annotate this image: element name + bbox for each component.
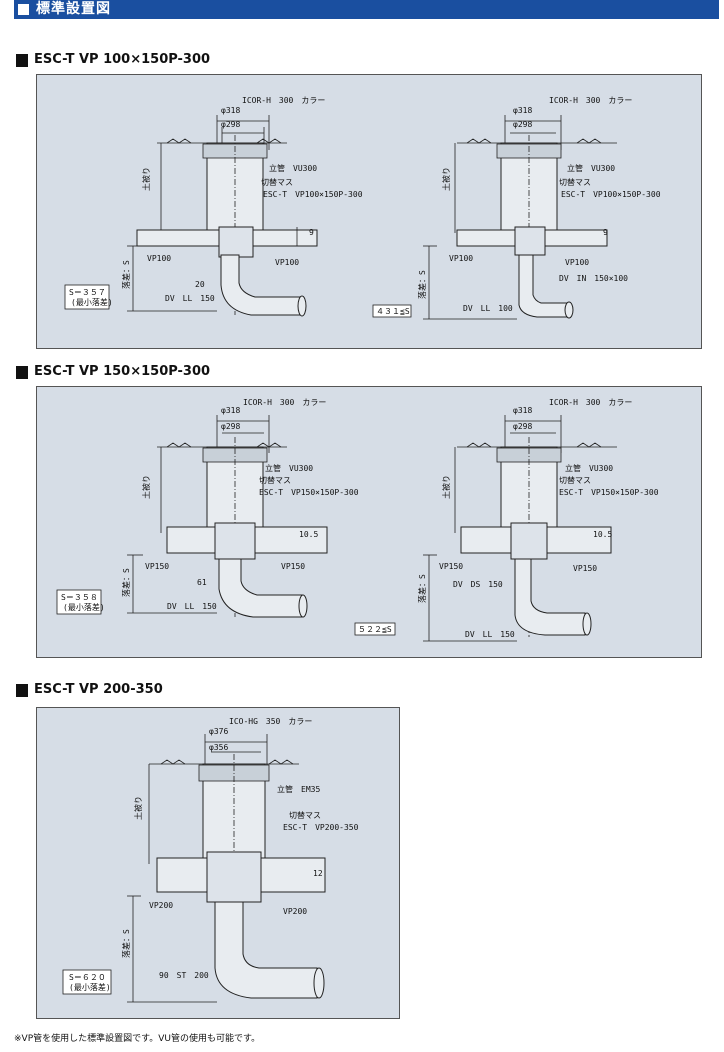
- pipe-right-label: VP200: [283, 907, 307, 916]
- side-dimension-label: 9: [603, 228, 608, 237]
- drop-range-label: ４３１≦S: [376, 307, 410, 316]
- pipe-right-label: VP100: [565, 258, 589, 267]
- drop-label: 落差：S: [121, 929, 131, 958]
- min-drop-value: S＝６２０: [69, 973, 106, 982]
- switch-box-label: 切替マス: [559, 475, 591, 485]
- section-marker-icon: [16, 366, 28, 379]
- min-drop-note: (最小落差): [69, 982, 111, 992]
- header-square-icon: [18, 4, 29, 15]
- lower-dimension-label: 61: [197, 578, 207, 587]
- section-title-2: ESC-T VP 150×150P-300: [34, 364, 211, 379]
- model-label: ESC-T VP100×150P-300: [561, 190, 661, 199]
- footnote: ※VP管を使用した標準設置図です。VU管の使用も可能です。: [14, 1034, 261, 1044]
- min-drop-value: S＝３５７: [69, 288, 106, 297]
- assembly-right: φ318 φ298 ICOR-H 300 カラー 土被り 立管 VU300 切替…: [354, 398, 659, 642]
- collar-label: ICO-HG 350 カラー: [229, 717, 312, 726]
- pipe-right-label: VP150: [281, 562, 305, 571]
- elbow-label: DV LL 100: [463, 304, 513, 313]
- side-dimension-label: 9: [309, 228, 314, 237]
- pipe-left-label: VP100: [449, 254, 473, 263]
- drop-label: 落差：S: [121, 568, 131, 597]
- switch-box-label: 切替マス: [559, 177, 591, 187]
- riser-label: 立管 VU300: [565, 463, 613, 473]
- min-drop-note: (最小落差): [63, 602, 105, 612]
- inner-diameter-label: φ298: [513, 120, 532, 129]
- diagram-panel-2: φ318 φ298 ICOR-H 300 カラー 土被り 立管 VU300 切替…: [36, 386, 702, 658]
- page-title: 標準設置図: [36, 1, 111, 17]
- earth-cover-label: 土被り: [133, 796, 143, 820]
- riser-label: 立管 VU300: [567, 163, 615, 173]
- pipe-left-label: VP200: [149, 901, 173, 910]
- riser-label: 立管 EM35: [277, 784, 320, 794]
- earth-cover-label: 土被り: [441, 167, 451, 191]
- model-label: ESC-T VP200-350: [283, 823, 359, 832]
- section-marker-icon: [16, 684, 28, 697]
- side-dimension-label: 10.5: [593, 530, 612, 539]
- switch-box-label: 切替マス: [259, 475, 291, 485]
- drop-label: 落差：S: [121, 260, 131, 289]
- inner-diameter-label: φ298: [513, 422, 532, 431]
- outer-diameter-label: φ376: [209, 727, 228, 736]
- earth-cover-label: 土被り: [141, 167, 151, 191]
- outer-diameter-label: φ318: [221, 106, 240, 115]
- diagram-drawing-2: φ318 φ298 ICOR-H 300 カラー 土被り 立管 VU300 切替…: [56, 398, 659, 642]
- outer-diameter-label: φ318: [221, 406, 240, 415]
- elbow-label: DV LL 150: [465, 630, 515, 639]
- section-title-1: ESC-T VP 100×150P-300: [34, 52, 211, 67]
- riser-label: 立管 VU300: [269, 163, 317, 173]
- earth-cover-label: 土被り: [441, 475, 451, 499]
- pipe-right-label: VP150: [573, 564, 597, 573]
- elbow-label: DV LL 150: [165, 294, 215, 303]
- outer-diameter-label: φ318: [513, 106, 532, 115]
- diagram-panel-3: φ376 φ356 ICO-HG 350 カラー 土被り 立管 EM35 切替マ…: [36, 707, 400, 1019]
- outer-diameter-label: φ318: [513, 406, 532, 415]
- pipe-left-label: VP150: [439, 562, 463, 571]
- drop-range-label: ５２２≦S: [358, 625, 392, 634]
- assembly-left: φ318 φ298 ICOR-H 300 カラー 土被り 立管 VU300 切替…: [56, 398, 359, 618]
- diagram-panel-1: φ318 φ298 ICOR-H 300 カラー 土被り 立管 VU300 切替…: [36, 74, 702, 349]
- switch-box-label: 切替マス: [261, 177, 293, 187]
- collar-label: ICOR-H 300 カラー: [242, 96, 325, 105]
- lower-dimension-label: 20: [195, 280, 205, 289]
- diagram-drawing-3: φ376 φ356 ICO-HG 350 カラー 土被り 立管 EM35 切替マ…: [62, 717, 359, 1003]
- riser-label: 立管 VU300: [265, 463, 313, 473]
- section-marker-icon: [16, 54, 28, 67]
- collar-label: ICOR-H 300 カラー: [549, 96, 632, 105]
- inner-diameter-label: φ356: [209, 743, 228, 752]
- collar-label: ICOR-H 300 カラー: [243, 398, 326, 407]
- min-drop-value: S＝３５８: [61, 593, 98, 602]
- model-label: ESC-T VP150×150P-300: [259, 488, 359, 497]
- section-title-3: ESC-T VP 200-350: [34, 682, 163, 697]
- pipe-right-label: VP100: [275, 258, 299, 267]
- drop-label: 落差：S: [417, 270, 427, 299]
- side-dimension-label: 12: [313, 869, 323, 878]
- assembly-left: φ318 φ298 ICOR-H 300 カラー 土被り 立管 VU300 切替…: [64, 96, 363, 317]
- inner-diameter-label: φ298: [221, 120, 240, 129]
- switch-box-label: 切替マス: [289, 810, 321, 820]
- model-label: ESC-T VP150×150P-300: [559, 488, 659, 497]
- side-dimension-label: 10.5: [299, 530, 318, 539]
- diagram-drawing-1: φ318 φ298 ICOR-H 300 カラー 土被り 立管 VU300 切替…: [64, 96, 661, 320]
- pipe-left-label: VP150: [145, 562, 169, 571]
- min-drop-note: (最小落差): [71, 297, 113, 307]
- elbow-label: 90 ST 200: [159, 971, 209, 980]
- fitting-label: DV DS 150: [453, 580, 503, 589]
- assembly-right: φ318 φ298 ICOR-H 300 カラー 土被り 立管 VU300 切替…: [372, 96, 661, 320]
- collar-label: ICOR-H 300 カラー: [549, 398, 632, 407]
- elbow-label: DV LL 150: [167, 602, 217, 611]
- model-label: ESC-T VP100×150P-300: [263, 190, 363, 199]
- earth-cover-label: 土被り: [141, 475, 151, 499]
- pipe-left-label: VP100: [147, 254, 171, 263]
- drop-label: 落差：S: [417, 574, 427, 603]
- assembly-single: φ376 φ356 ICO-HG 350 カラー 土被り 立管 EM35 切替マ…: [62, 717, 359, 1003]
- fitting-label: DV IN 150×100: [559, 274, 628, 283]
- inner-diameter-label: φ298: [221, 422, 240, 431]
- header-bar: 標準設置図: [14, 0, 719, 19]
